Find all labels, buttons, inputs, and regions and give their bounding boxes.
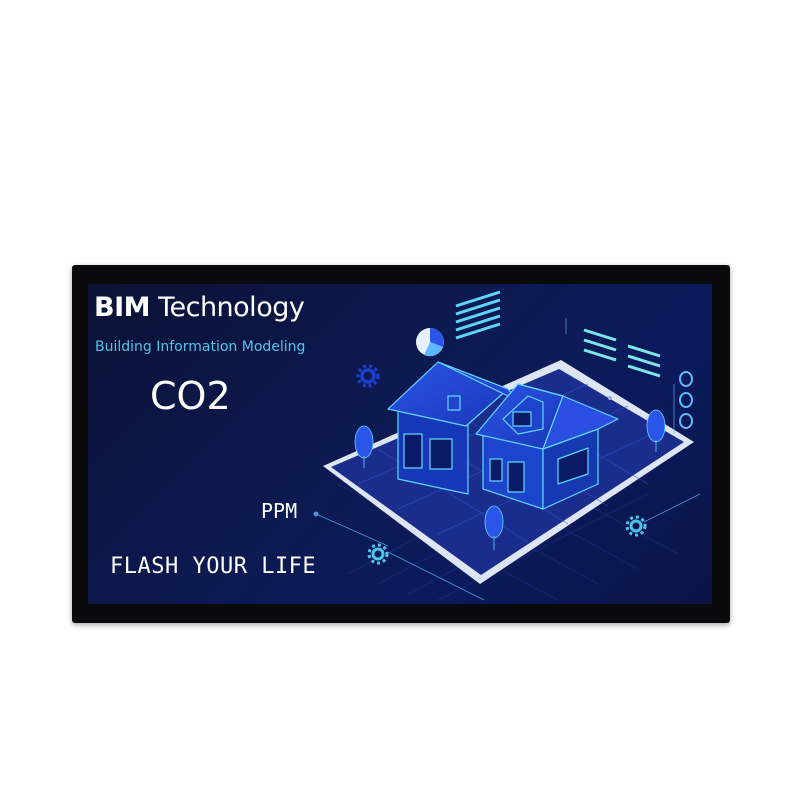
title-rest: Technology	[150, 292, 305, 323]
ppm-unit-label: PPM	[261, 499, 298, 523]
page-subtitle: Building Information Modeling	[95, 339, 306, 355]
bim-house-illustration	[313, 290, 701, 601]
pie-chart-icon	[416, 328, 444, 357]
tree-icon	[484, 505, 504, 550]
tagline: FLASH YOUR LIFE	[110, 554, 317, 579]
data-lines-icon	[455, 290, 501, 340]
tree-icon	[354, 425, 374, 468]
co2-label: CO2	[150, 374, 231, 418]
title-bold: BIM	[94, 292, 151, 323]
page-title: BIM Technology	[94, 292, 305, 323]
data-lines-icon	[583, 328, 661, 378]
gear-icon	[625, 515, 647, 537]
gear-icon	[356, 364, 380, 388]
tree-icon	[646, 409, 666, 452]
ring-icon	[679, 371, 693, 429]
connector-lines	[313, 318, 701, 601]
gear-icon	[367, 543, 389, 565]
display-screen: BIM Technology Building Information Mode…	[88, 284, 712, 604]
house-model	[387, 361, 619, 510]
